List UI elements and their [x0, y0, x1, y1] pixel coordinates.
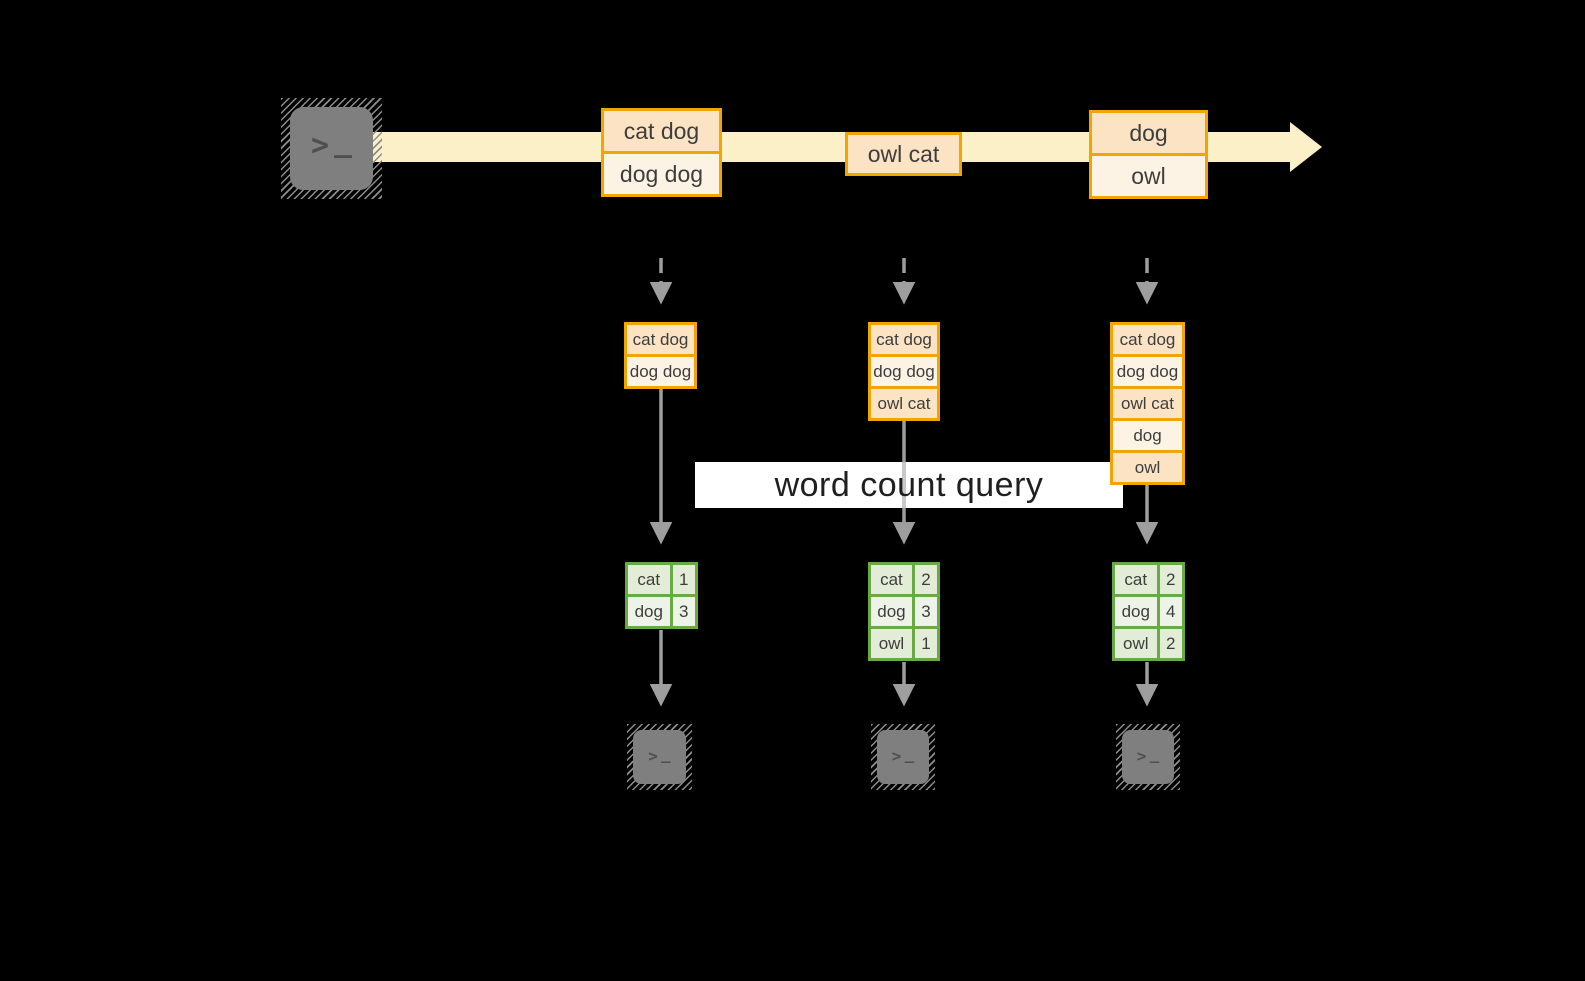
query-label: word count query — [774, 465, 1044, 504]
count-row: dog 3 — [871, 597, 937, 629]
state-box-col3: cat dog dog dog owl cat dog owl — [1110, 322, 1185, 485]
prompt-underscore: _ — [661, 743, 671, 763]
count-row: owl 1 — [871, 629, 937, 658]
count-value: 4 — [1159, 597, 1182, 626]
source-terminal-icon: > _ — [281, 98, 382, 199]
prompt-underscore: _ — [1149, 743, 1160, 763]
terminal-prompt-glyph: > _ — [632, 729, 687, 785]
count-word: owl — [1115, 629, 1160, 658]
count-word: cat — [1115, 565, 1160, 594]
state-record: dog dog — [871, 357, 937, 389]
count-table-col1: cat 1 dog 3 — [625, 562, 698, 629]
batch-record: owl — [1092, 156, 1205, 196]
terminal-prompt-glyph: > _ — [290, 107, 373, 190]
prompt-chevron: > — [1136, 745, 1147, 765]
count-word: owl — [871, 629, 915, 658]
prompt-underscore: _ — [333, 124, 353, 159]
count-word: cat — [871, 565, 915, 594]
terminal-prompt-glyph: > _ — [1121, 729, 1175, 785]
batch-3-box: dog owl — [1089, 110, 1208, 199]
state-record: dog — [1113, 421, 1182, 453]
count-word: dog — [1115, 597, 1160, 626]
count-value: 3 — [672, 597, 695, 626]
state-record: owl cat — [1113, 389, 1182, 421]
count-value: 2 — [1159, 629, 1182, 658]
count-value: 2 — [914, 565, 937, 594]
terminal-prompt-glyph: > _ — [876, 729, 930, 785]
count-word: cat — [628, 565, 673, 594]
count-word: dog — [628, 597, 673, 626]
count-table-col2: cat 2 dog 3 owl 1 — [868, 562, 940, 661]
count-table-col3: cat 2 dog 4 owl 2 — [1112, 562, 1185, 661]
count-row: cat 1 — [628, 565, 695, 597]
batch-2-box: owl cat — [845, 132, 962, 176]
count-row: dog 4 — [1115, 597, 1182, 629]
sink-terminal-icon-col2: > _ — [871, 724, 935, 790]
batch-record: cat dog — [604, 111, 719, 154]
state-record: owl — [1113, 453, 1182, 482]
count-value: 1 — [914, 629, 937, 658]
batch-1-box: cat dog dog dog — [601, 108, 722, 197]
count-row: cat 2 — [871, 565, 937, 597]
prompt-chevron: > — [891, 745, 902, 765]
batch-record: dog dog — [604, 154, 719, 194]
sink-terminal-icon-col1: > _ — [627, 724, 692, 790]
batch-record: dog — [1092, 113, 1205, 156]
query-label-band — [695, 462, 1123, 508]
count-value: 2 — [1159, 565, 1182, 594]
stream-timeline-arrowhead-icon — [1290, 122, 1322, 172]
state-record: dog dog — [1113, 357, 1182, 389]
count-value: 3 — [914, 597, 937, 626]
count-value: 1 — [672, 565, 695, 594]
prompt-chevron: > — [310, 128, 330, 164]
count-row: dog 3 — [628, 597, 695, 626]
count-row: cat 2 — [1115, 565, 1182, 597]
state-box-col2: cat dog dog dog owl cat — [868, 322, 940, 421]
state-record: owl cat — [871, 389, 937, 418]
count-row: owl 2 — [1115, 629, 1182, 658]
state-record: dog dog — [627, 357, 694, 386]
count-word: dog — [871, 597, 915, 626]
state-record: cat dog — [1113, 325, 1182, 357]
prompt-chevron: > — [648, 745, 658, 765]
sink-terminal-icon-col3: > _ — [1116, 724, 1180, 790]
state-record: cat dog — [871, 325, 937, 357]
prompt-underscore: _ — [904, 743, 915, 763]
batch-record: owl cat — [848, 135, 959, 173]
state-record: cat dog — [627, 325, 694, 357]
state-box-col1: cat dog dog dog — [624, 322, 697, 389]
